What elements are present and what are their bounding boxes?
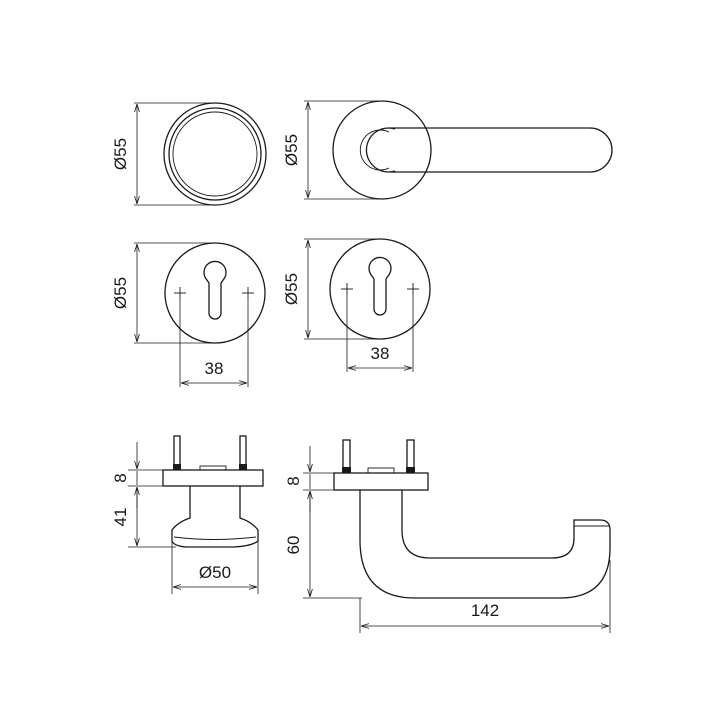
escutcheon-diameter-dimension-1: Ø55 (111, 242, 215, 344)
lever-rose-front-view (332, 100, 613, 200)
knob-height-dimension: 41 (111, 487, 176, 548)
lever-length-dimension: 142 (359, 560, 611, 633)
rose-diameter-label-1: Ø55 (111, 138, 130, 170)
knob-side-view (162, 435, 264, 548)
rose-diameter-label-2: Ø55 (282, 134, 301, 166)
knob-diameter-dimension: Ø50 (171, 541, 259, 594)
knob-height-label: 41 (111, 508, 130, 527)
lever-height-label: 60 (284, 536, 303, 555)
knob-rose-height-dimension: 8 (111, 442, 166, 508)
rose-diameter-dimension-2: Ø55 (282, 100, 382, 200)
escutcheon-spacing-dimension-1: 38 (179, 299, 249, 387)
lever-height-dimension: 60 (284, 491, 362, 599)
escutcheon-front-view-2 (329, 238, 431, 340)
knob-rose-height-label: 8 (111, 473, 130, 482)
escutcheon-diameter-label-2: Ø55 (282, 273, 301, 305)
escutcheon-diameter-label-1: Ø55 (111, 277, 130, 309)
knob-diameter-label: Ø50 (199, 563, 231, 582)
escutcheon-spacing-dimension-2: 38 (346, 295, 414, 372)
rose-diameter-dimension-1: Ø55 (111, 102, 215, 206)
escutcheon-spacing-label-1: 38 (205, 359, 224, 378)
lever-rose-height-label: 8 (284, 476, 303, 485)
lever-side-view (333, 439, 611, 599)
escutcheon-diameter-dimension-2: Ø55 (282, 238, 380, 340)
lever-length-label: 142 (471, 601, 499, 620)
escutcheon-spacing-label-2: 38 (371, 344, 390, 363)
knob-rose-front-view (163, 102, 267, 206)
